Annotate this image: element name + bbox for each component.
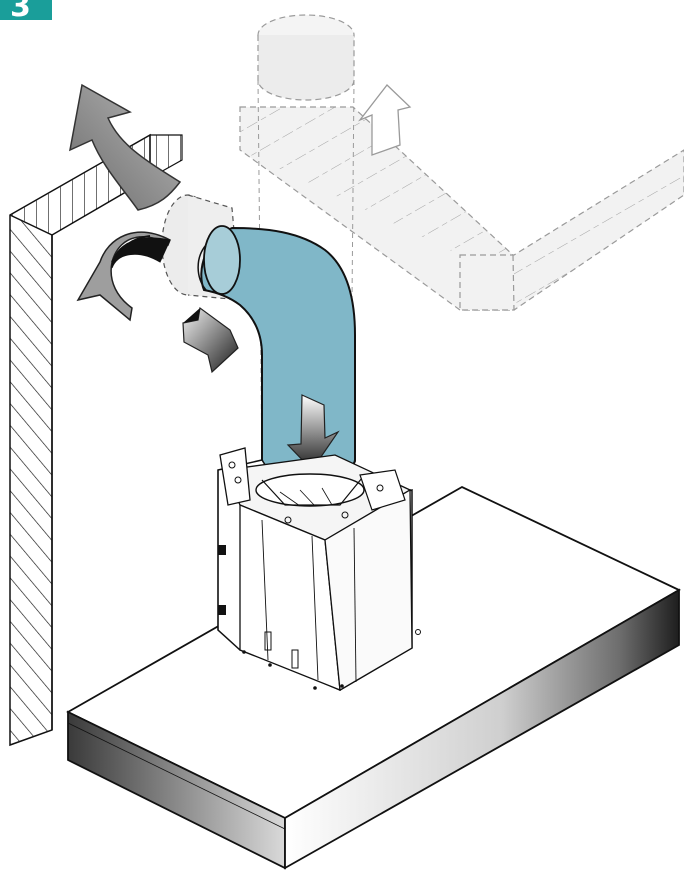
airflow-arrow-down-icon (286, 394, 340, 471)
motor-unit (217, 447, 421, 692)
outlet-arrow-up-icon (357, 84, 412, 156)
ceiling-duct-ghost (239, 106, 684, 311)
airflow-arrow-left-icon (182, 306, 239, 374)
recirculation-arrow-icon (76, 231, 171, 322)
step-badge: 3 (0, 0, 52, 20)
step-number: 3 (10, 0, 31, 20)
exhaust-arrow-up-icon (69, 83, 182, 211)
wall-section (9, 133, 183, 747)
vertical-pipe-ghost (257, 14, 355, 471)
